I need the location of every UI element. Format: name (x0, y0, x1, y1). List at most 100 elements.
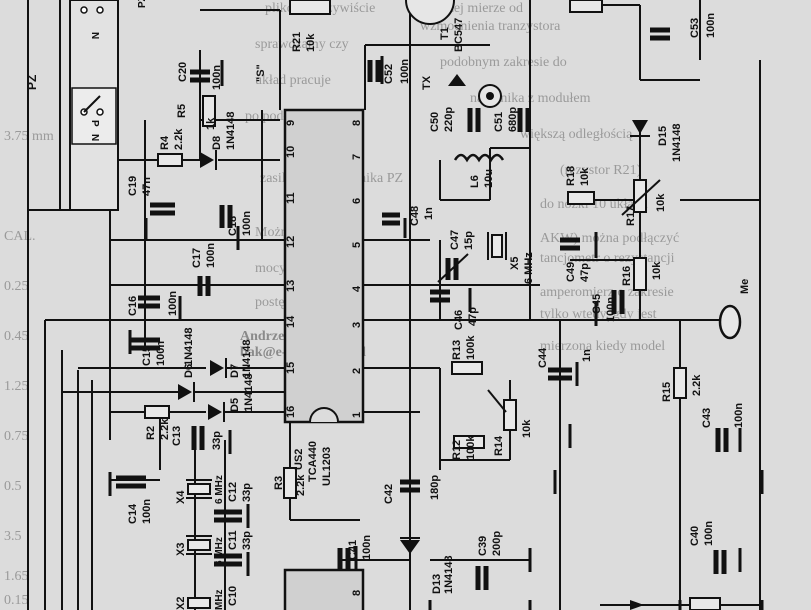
resistor-bottom-right (689, 597, 721, 610)
resistor-r4 (157, 153, 183, 167)
bg-text-line: 1.65 (4, 569, 29, 584)
label-r12: R12 (451, 440, 463, 460)
label-c46: C46 (453, 310, 465, 330)
label-x2: X2 (175, 597, 187, 610)
label-c43: C43 (701, 408, 713, 428)
label-c44: C44 (537, 347, 549, 368)
crystal-x4 (187, 483, 211, 495)
resistor-r18 (567, 191, 595, 205)
label-c16: C16 (127, 296, 139, 316)
label-c51: C51 (493, 112, 505, 132)
label-pz: PZ (25, 75, 39, 90)
label-c52-value: 100n (399, 59, 411, 84)
label-c12: C12 (227, 482, 239, 502)
transistor-t1: T1 BC547 (405, 0, 465, 52)
label-r5: R5 (176, 104, 188, 118)
label-r18: R18 (565, 166, 577, 186)
label-c50-value: 220p (443, 107, 455, 132)
meter-me: Me (718, 279, 751, 340)
bg-text-line: CAL. (4, 229, 36, 244)
label-r14: R14 (493, 435, 505, 456)
label-r3-value: 2.2k (295, 474, 307, 496)
label-c19-value: 47n (141, 177, 153, 196)
label-x3: X3 (175, 543, 187, 556)
label-d13-value: 1N4148 (443, 555, 455, 594)
label-d6: D6 (183, 364, 195, 378)
label-r4-value: 2.2k (173, 128, 185, 150)
label-c16-value: 100n (167, 291, 179, 316)
label-tx: TX (421, 75, 433, 90)
label-r3: R3 (273, 476, 285, 490)
label-c13: C13 (171, 426, 183, 446)
ic-us2: 9 10 11 12 13 14 15 16 8 7 6 5 4 3 2 1 U… (283, 108, 365, 486)
label-c41-value: 100n (361, 535, 373, 560)
resistor-r12 (453, 435, 485, 449)
label-r13: R13 (451, 340, 463, 360)
label-pz-top: PZ (137, 0, 148, 8)
label-c49: C49 (565, 262, 577, 282)
label-c40: C40 (689, 526, 701, 546)
label-x3-value: 6 MHz (214, 537, 225, 566)
label-c44-value: 1n (581, 349, 593, 362)
label-c48: C48 (409, 206, 421, 226)
label-r16: R16 (621, 266, 633, 286)
label-c17: C17 (191, 248, 203, 268)
label-r18-value: 10k (579, 167, 591, 186)
crystals: X4 6 MHz X3 6 MHz X2 MHz X5 6 MHz (175, 232, 535, 610)
label-c42-value: 180p (429, 475, 441, 500)
pin-8-lower: 8 (351, 590, 363, 596)
label-c18-value: 100n (241, 211, 253, 236)
resistor-r2 (144, 405, 170, 419)
label-r2: R2 (145, 426, 157, 440)
pin-7: 7 (351, 154, 363, 160)
label-c43-value: 100n (733, 403, 745, 428)
resistor-top-right (569, 0, 603, 13)
label-c53-value: 100n (705, 13, 717, 38)
resistors: R21 10k R5 1k R4 2.2k R18 10k R17 10k R1… (144, 0, 721, 610)
label-c39-value: 200p (491, 531, 503, 556)
label-c45-value: 100n (605, 297, 617, 322)
pin-4: 4 (351, 285, 363, 292)
label-x4: X4 (175, 490, 187, 504)
label-p: P (89, 120, 100, 127)
label-c11: C11 (227, 530, 239, 550)
label-r15: R15 (661, 382, 673, 402)
resistor-r5 (202, 95, 216, 127)
bg-text-line: 0.25 (4, 279, 29, 294)
label-r12-value: 100k (465, 435, 477, 460)
label-x4-value: 6 MHz (214, 475, 225, 504)
label-r14-value: 10k (521, 419, 533, 438)
label-x5-value: 6 MHz (523, 252, 535, 284)
crystal-x5 (491, 234, 503, 258)
label-bc547: BC547 (453, 18, 465, 52)
resistor-r15 (673, 367, 687, 399)
diode-d15 (632, 120, 648, 134)
crystal-x3 (187, 539, 211, 551)
label-r21: R21 (291, 32, 303, 52)
label-r4: R4 (159, 135, 171, 150)
bg-text-line: 0.15 (4, 593, 29, 608)
label-n-top: N (89, 32, 100, 39)
label-ul1203: UL1203 (321, 447, 333, 486)
label-d15: D15 (657, 126, 669, 146)
resistor-r16 (633, 257, 647, 291)
crystal-x2 (187, 597, 211, 609)
label-c15: C15 (141, 346, 153, 366)
pin-5: 5 (351, 242, 363, 248)
diode-d5 (208, 404, 222, 420)
pin-2: 2 (351, 368, 363, 374)
bg-text-line: 1.25 (4, 379, 29, 394)
label-c53: C53 (689, 18, 701, 38)
label-c20-value: 100n (211, 65, 223, 90)
bg-text-line: mierzona kiedy model (540, 339, 665, 354)
label-l6: L6 (469, 175, 481, 188)
label-d8: D8 (211, 136, 223, 150)
label-me: Me (739, 279, 751, 294)
label-r16-value: 10k (651, 261, 663, 280)
label-c14-value: 100n (141, 499, 153, 524)
label-r15-value: 2.2k (691, 374, 703, 396)
antenna-tx: TX "S" (255, 64, 502, 108)
label-d13: D13 (431, 574, 443, 594)
label-d7: D7 (229, 364, 241, 378)
label-c47: C47 (449, 230, 461, 250)
